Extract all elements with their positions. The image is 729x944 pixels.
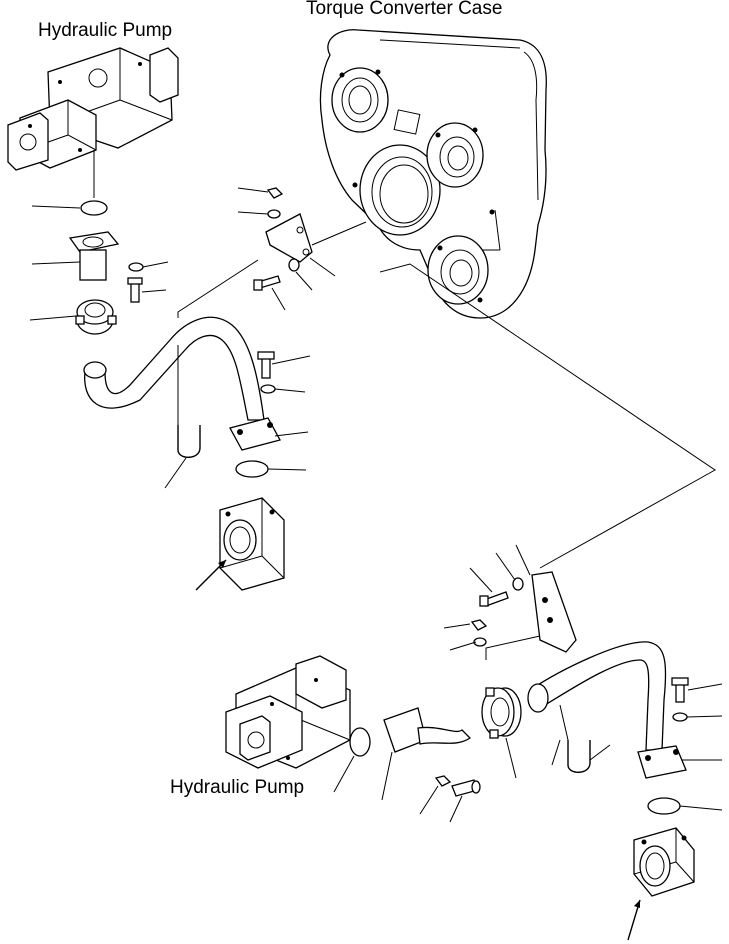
u-bolt-bottom xyxy=(551,704,611,773)
hydraulic-pump-bottom xyxy=(225,655,351,769)
bracket-bottom xyxy=(531,571,577,653)
torque-converter-case-label: Torque Converter Case xyxy=(306,0,503,19)
torque-converter-case xyxy=(319,29,547,319)
bracket-top xyxy=(265,213,313,263)
pipe-bottom xyxy=(527,641,667,751)
pipe-top xyxy=(83,316,265,421)
u-bolt-top xyxy=(164,345,201,489)
hose-clamp-bottom xyxy=(481,687,522,739)
pipe-flange-top xyxy=(229,417,281,451)
elbow-flange-top xyxy=(68,231,120,281)
o-ring-bottom-pump xyxy=(349,727,371,757)
pump-adapter-bottom xyxy=(633,827,695,897)
pump-adapter-top xyxy=(219,497,285,591)
pipe-flange-bottom xyxy=(637,745,687,779)
hydraulic-pump-top-label: Hydraulic Pump xyxy=(38,20,173,41)
elbow-bottom xyxy=(383,707,472,753)
hydraulic-pump-top xyxy=(7,47,179,171)
o-ring-top xyxy=(80,200,108,216)
hose-clamp-top xyxy=(75,299,117,335)
hydraulic-pump-bottom-label: Hydraulic Pump xyxy=(170,777,305,798)
